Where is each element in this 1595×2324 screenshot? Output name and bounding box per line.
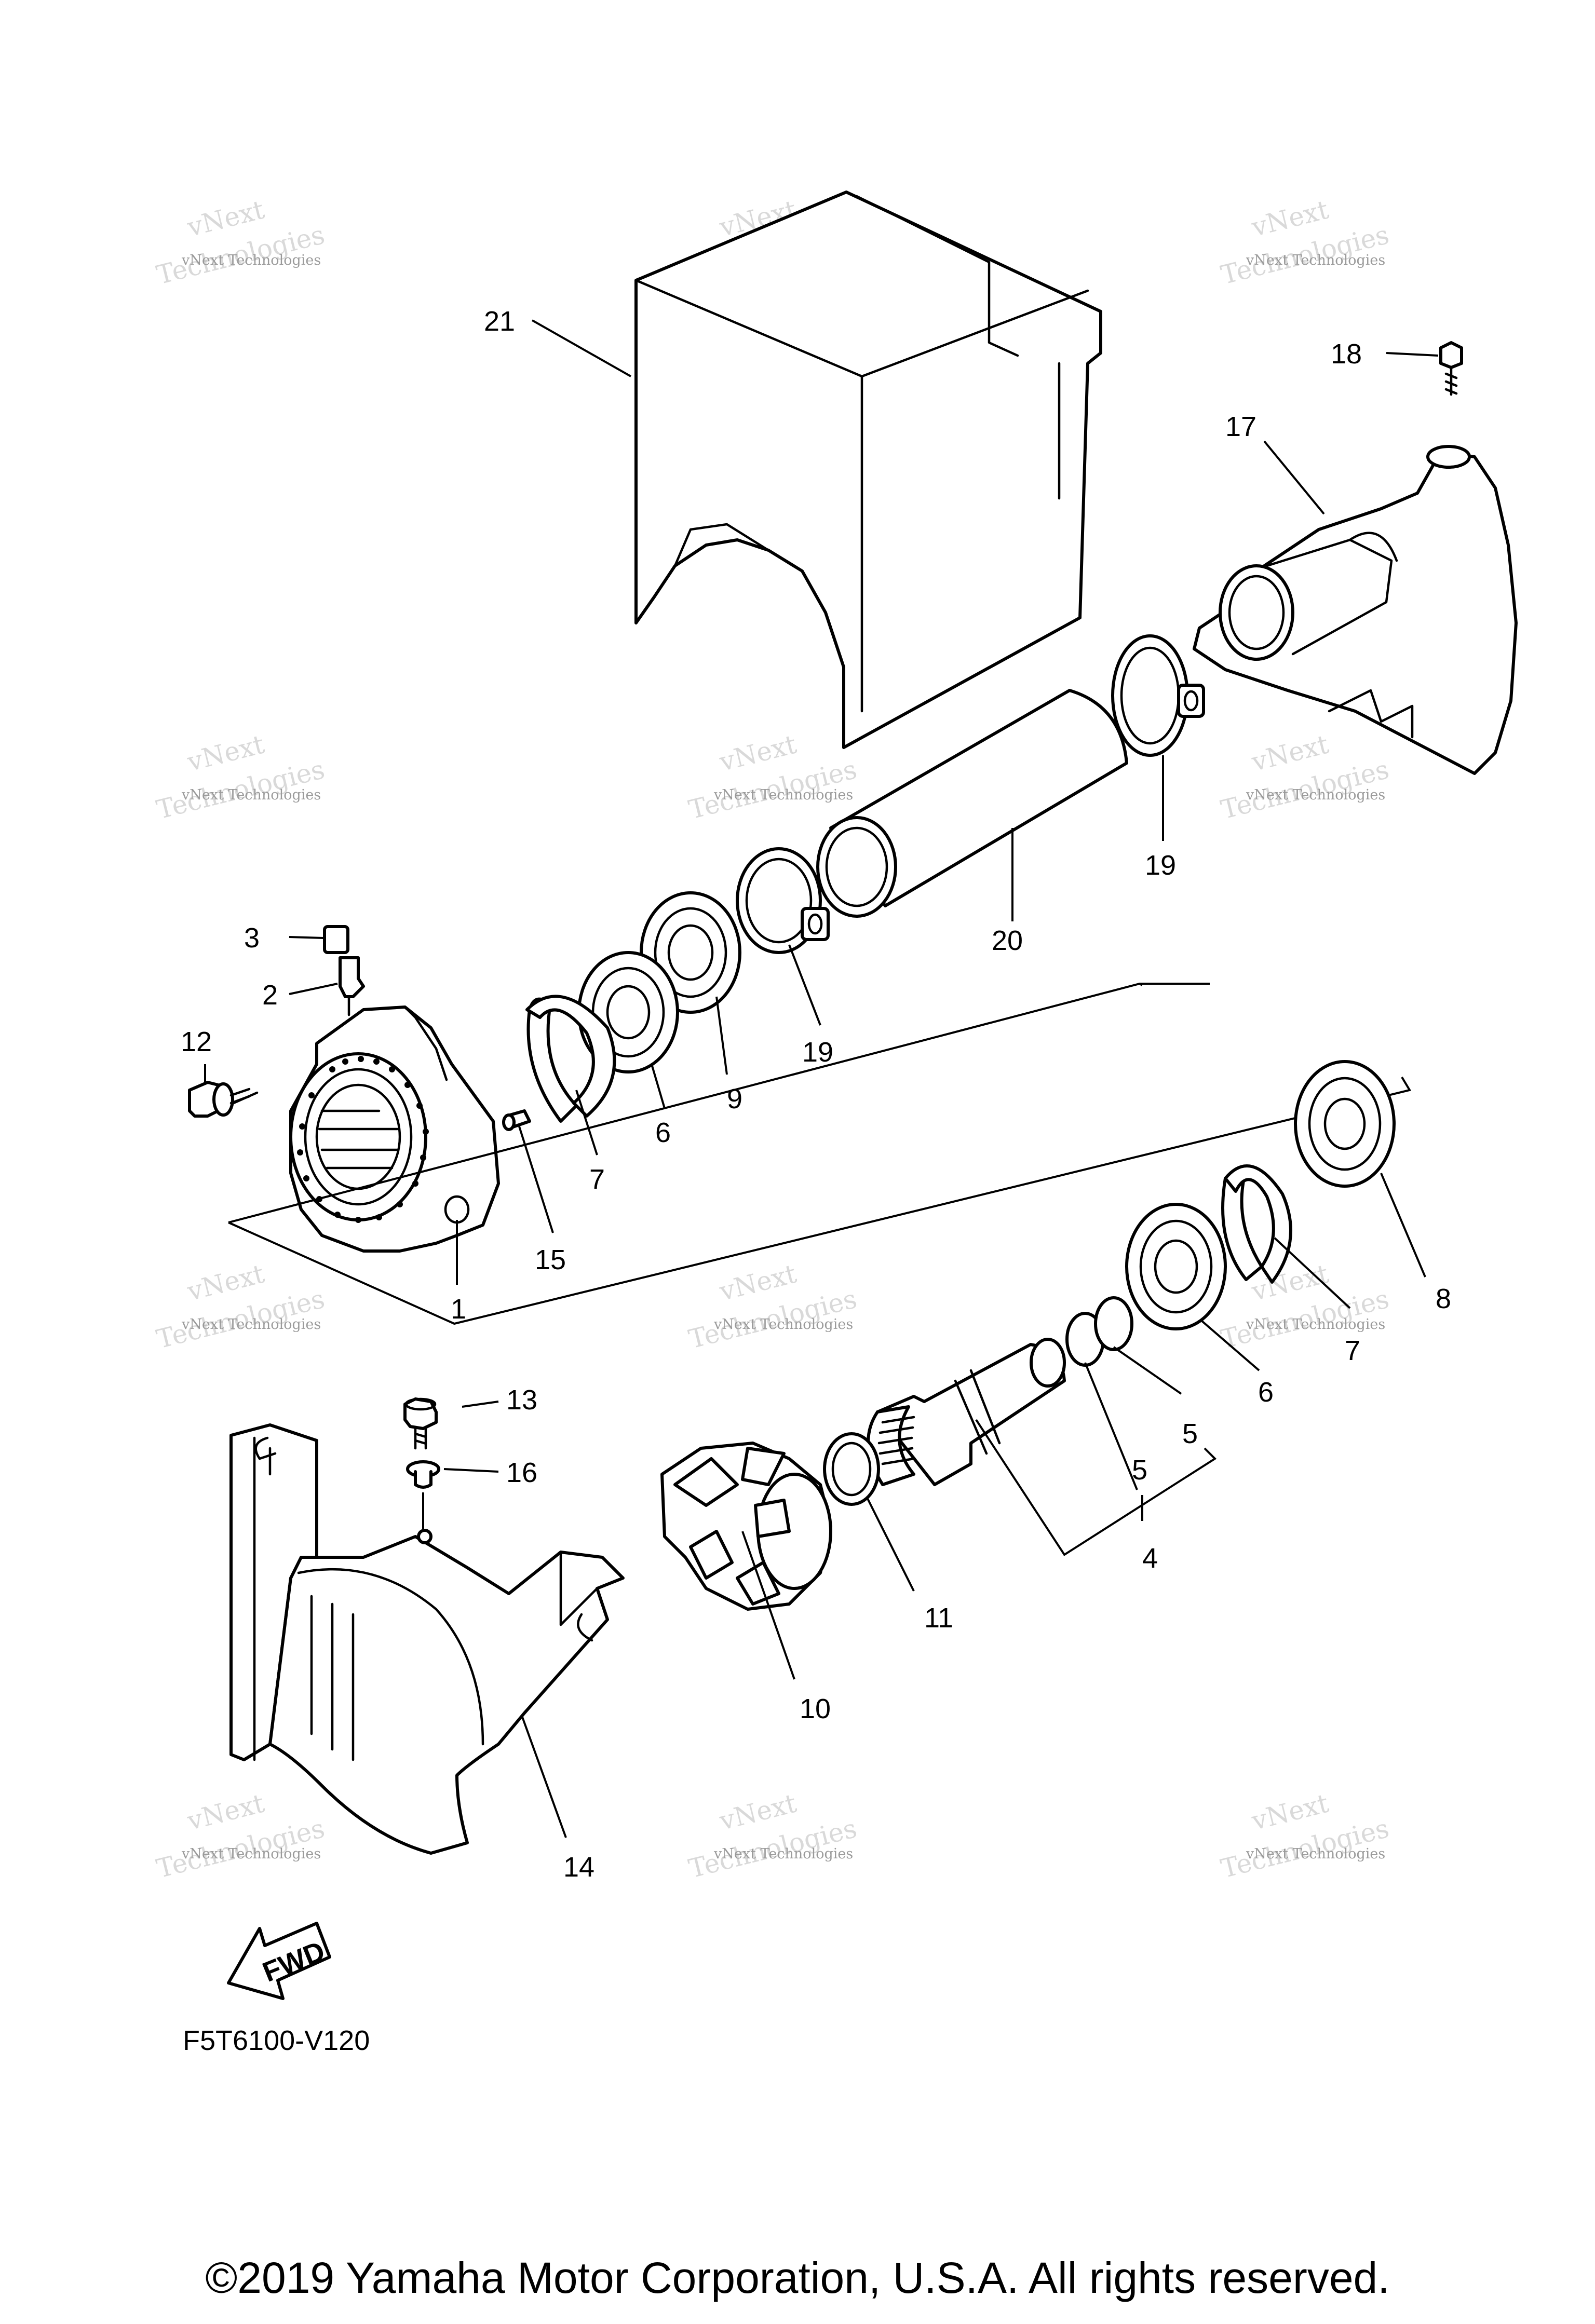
part-20-hose	[816, 689, 1128, 918]
svg-text:vNext Technologies: vNext Technologies	[1246, 1316, 1385, 1333]
callout-10: 10	[800, 1693, 831, 1724]
callout-17: 17	[1225, 411, 1256, 442]
part-21-cover	[634, 191, 1102, 749]
part-8-bearing	[1294, 1060, 1396, 1188]
svg-text:vNext Technologies: vNext Technologies	[713, 787, 853, 803]
part-14-duct	[229, 1423, 625, 1855]
part-12-bolt	[188, 1081, 259, 1118]
svg-text:vNext Technologies: vNext Technologies	[713, 1316, 853, 1333]
callout-5: 5	[1182, 1418, 1198, 1449]
part-6-bearing-lower	[1125, 1203, 1227, 1330]
group-bracket	[228, 983, 1412, 1325]
part-4-shaft	[867, 1338, 1066, 1486]
callout-4: 4	[1142, 1543, 1158, 1574]
watermark: vNext Technologies vNext Technologies	[1218, 1788, 1392, 1884]
svg-text:vNext Technologies: vNext Technologies	[713, 1846, 853, 1862]
svg-text:vNext Technologies: vNext Technologies	[1246, 787, 1385, 803]
svg-text:vNext Technologies: vNext Technologies	[181, 1846, 321, 1862]
callout-14: 14	[563, 1852, 594, 1883]
callout-12: 12	[181, 1026, 212, 1057]
part-1-housing	[289, 1005, 500, 1253]
leader-lines	[204, 319, 1439, 1838]
svg-text:vNext Technologies: vNext Technologies	[181, 1316, 321, 1333]
callout-20: 20	[992, 925, 1023, 956]
part-18-bolt	[1439, 341, 1463, 396]
callout-19: 19	[802, 1037, 833, 1068]
part-7-circlip-lower	[1221, 1164, 1292, 1284]
callout-18: 18	[1331, 338, 1362, 370]
callout-7: 7	[1345, 1335, 1360, 1366]
callout-6: 6	[1258, 1377, 1274, 1408]
callout-1: 1	[451, 1294, 466, 1325]
part-15-pin	[502, 1109, 531, 1131]
callout-7: 7	[589, 1164, 605, 1195]
watermark: vNext Technologies vNext Technologies	[1218, 729, 1392, 825]
part-13-bolt	[403, 1397, 438, 1450]
part-11-washer	[823, 1432, 880, 1506]
watermark: vNext Technologies vNext Technologies	[154, 195, 328, 291]
callout-2: 2	[262, 980, 278, 1011]
callout-21: 21	[484, 306, 515, 337]
callout-11: 11	[924, 1602, 953, 1634]
svg-text:vNext Technologies: vNext Technologies	[1246, 1846, 1385, 1862]
part-19-clamp-upper	[1111, 634, 1205, 757]
watermark: vNext Technologies vNext Technologies	[686, 1788, 860, 1884]
callout-5: 5	[1132, 1455, 1147, 1486]
watermark: vNext Technologies vNext Technologies	[686, 1259, 860, 1355]
part-16-collar	[406, 1460, 440, 1529]
callout-9: 9	[727, 1083, 742, 1115]
fwd-arrow-icon: FWD	[227, 1922, 331, 2000]
part-5-oring-b	[1094, 1296, 1133, 1351]
part-7-circlip-upper	[525, 995, 616, 1123]
svg-text:vNext Technologies: vNext Technologies	[181, 787, 321, 803]
callout-6: 6	[655, 1117, 671, 1148]
svg-text:vNext Technologies: vNext Technologies	[1246, 252, 1385, 268]
callout-3: 3	[244, 922, 260, 954]
callout-13: 13	[506, 1384, 537, 1416]
copyright-notice: ©2019 Yamaha Motor Corporation, U.S.A. A…	[205, 2253, 1390, 2302]
callout-8: 8	[1436, 1283, 1451, 1314]
part-2-nipple	[339, 956, 365, 1016]
part-3-cap	[323, 925, 349, 954]
watermark: vNext Technologies vNext Technologies	[154, 1788, 328, 1884]
svg-text:vNext Technologies: vNext Technologies	[181, 252, 321, 268]
part-19-clamp-lower	[736, 847, 830, 954]
callout-labels: 21 18 17 19 20 3 2 12 19 9 6 7 15 1 8 7 …	[181, 306, 1451, 1883]
watermark: vNext Technologies vNext Technologies	[154, 729, 328, 825]
part-17-nozzle	[1193, 445, 1518, 775]
watermark: vNext Technologies vNext Technologies	[686, 729, 860, 825]
watermark: vNext Technologies vNext Technologies	[154, 1259, 328, 1355]
callout-19: 19	[1145, 850, 1176, 881]
watermark: vNext Technologies vNext Technologies	[1218, 195, 1392, 291]
callout-16: 16	[506, 1457, 537, 1488]
diagram-code: F5T6100-V120	[183, 2025, 370, 2056]
part-10-impeller	[660, 1442, 832, 1611]
callout-15: 15	[535, 1244, 566, 1275]
